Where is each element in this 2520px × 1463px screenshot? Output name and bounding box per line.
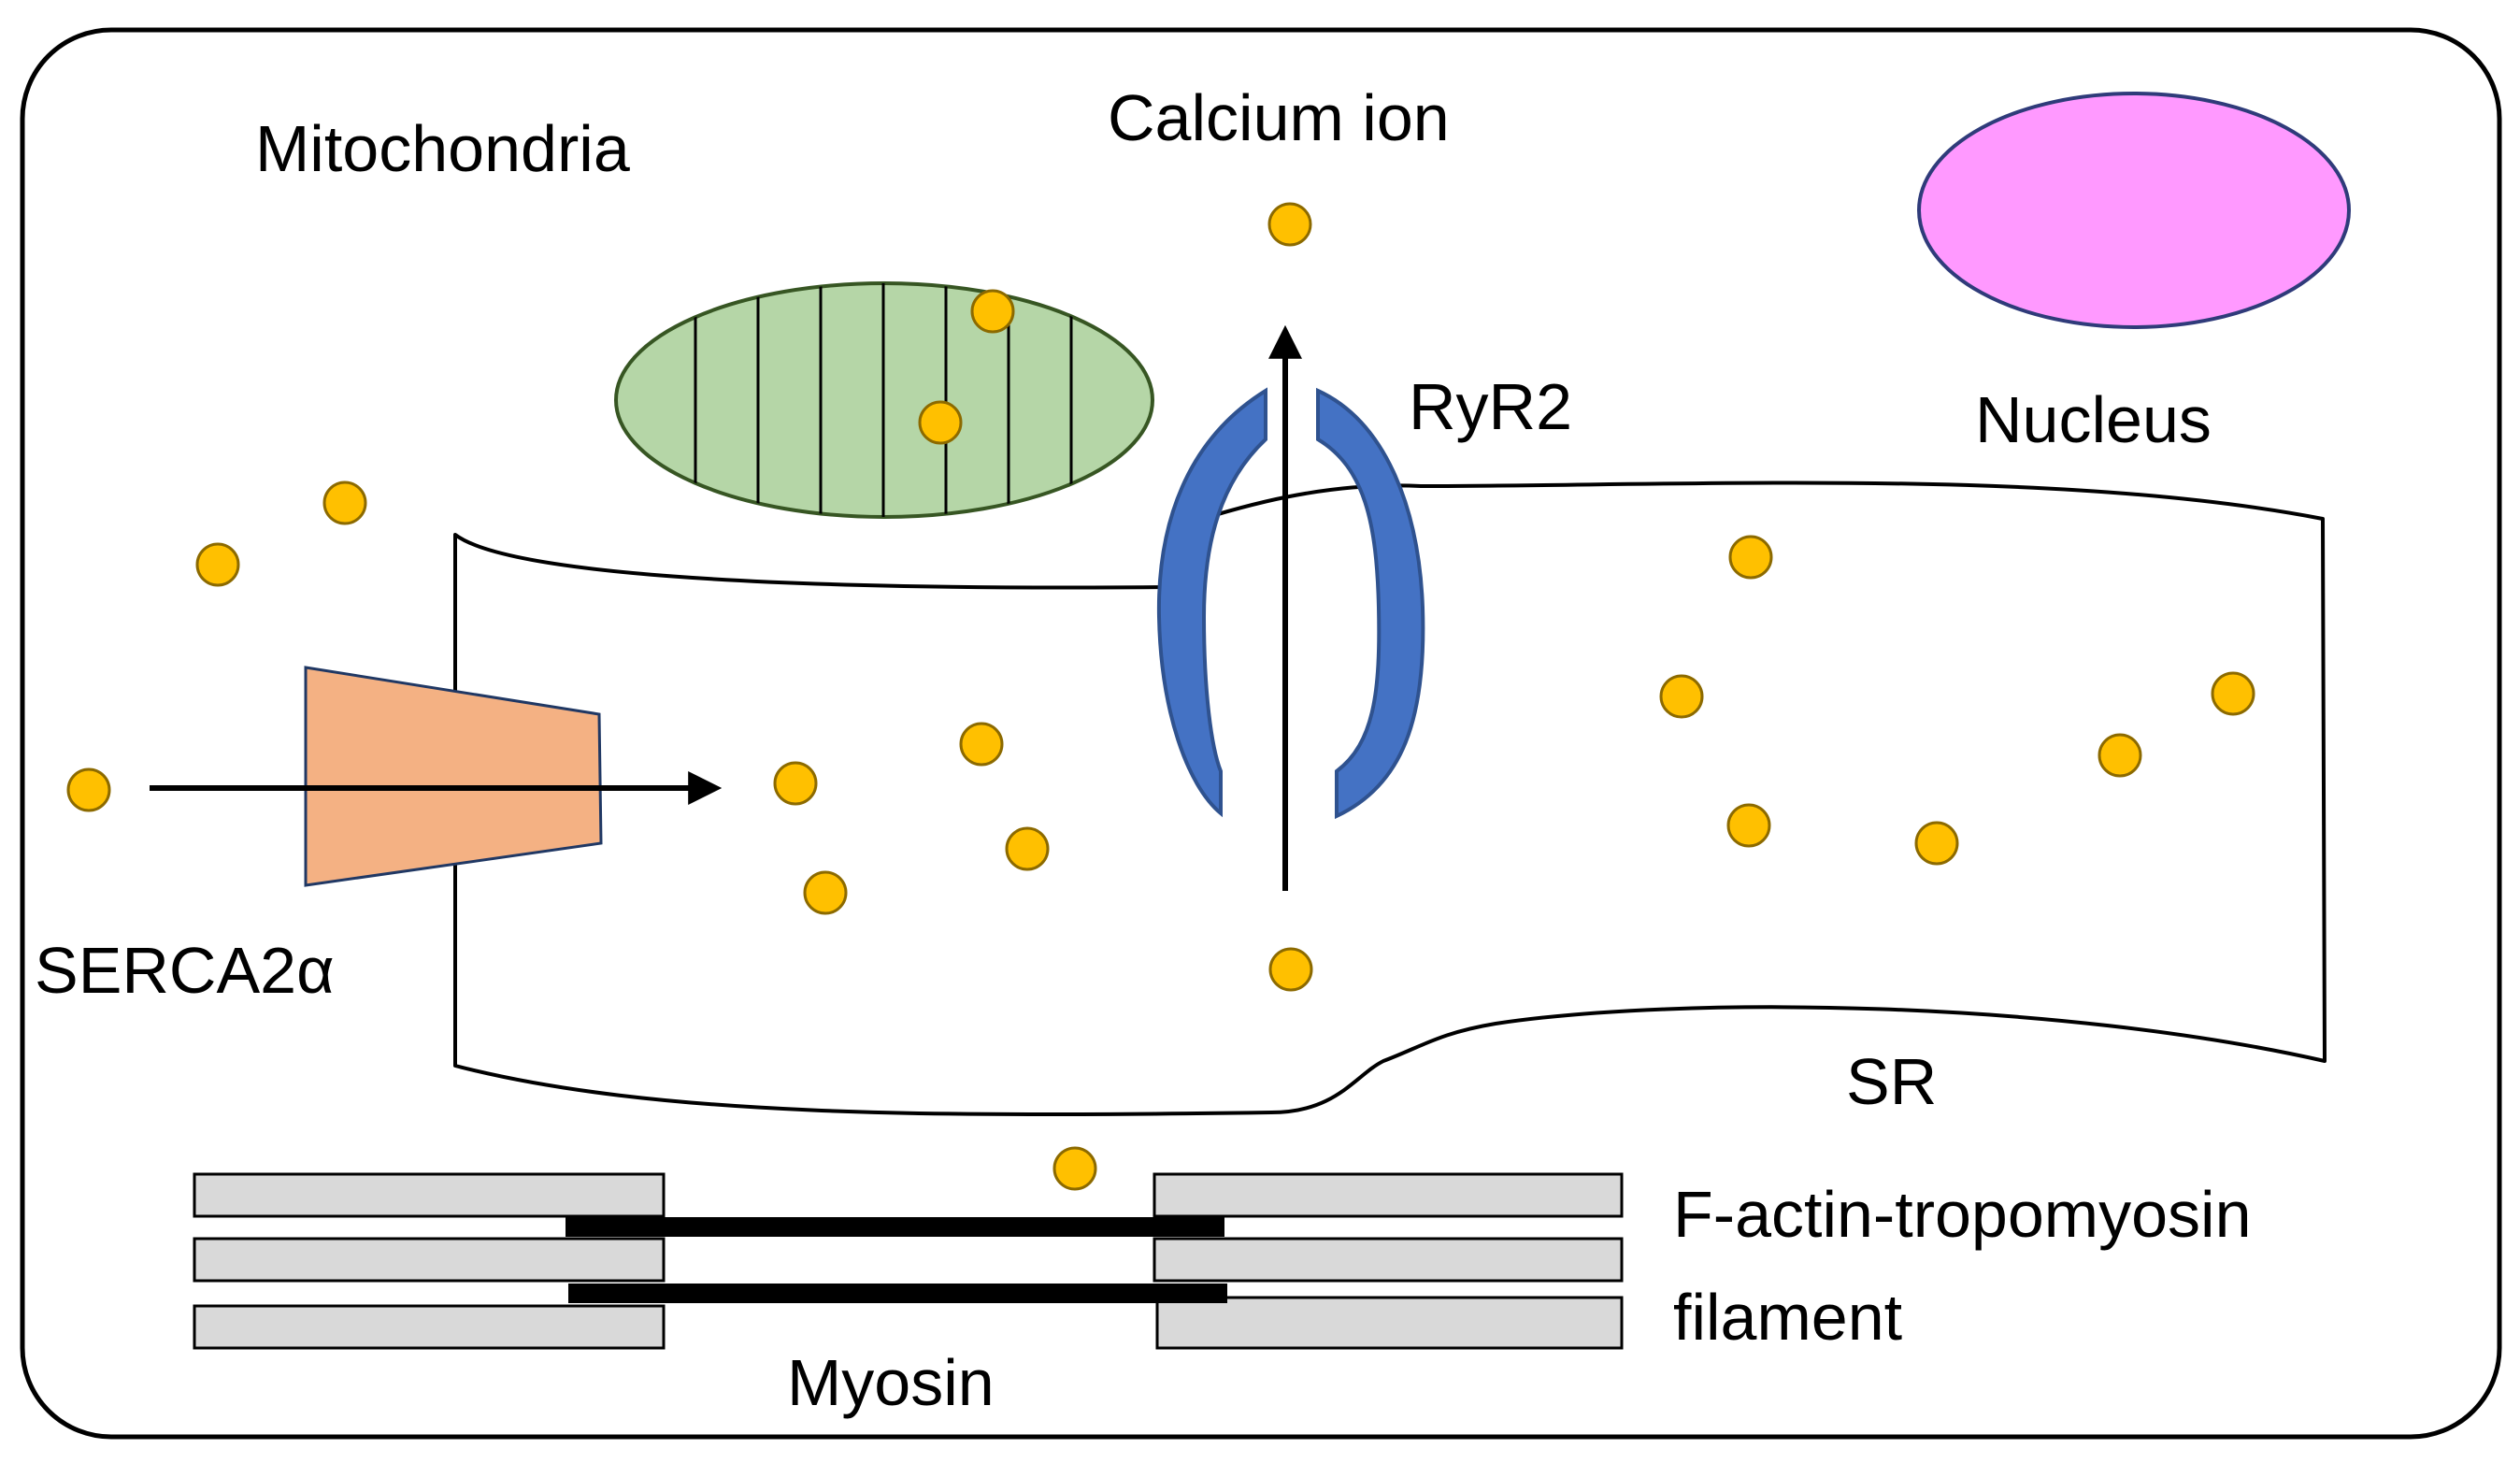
calcium-ion — [1052, 1146, 1097, 1191]
calcium-ion — [195, 542, 240, 587]
calcium-ion — [970, 289, 1015, 334]
myosin-filaments — [566, 1217, 1227, 1303]
calcium-ion — [773, 761, 818, 806]
calcium-ion — [1659, 674, 1704, 719]
calcium-ion — [1267, 202, 1312, 247]
calcium-ion — [1268, 947, 1313, 992]
label-nucleus: Nucleus — [1975, 383, 2212, 456]
calcium-ion — [1726, 803, 1771, 848]
calcium-ion — [66, 767, 111, 812]
calcium-ion — [918, 400, 963, 445]
label-serca: SERCA2α — [35, 934, 335, 1007]
actin-filament — [193, 1304, 666, 1350]
myosin-bar — [568, 1284, 1227, 1303]
serca-pump — [304, 666, 603, 887]
label-calcium-ion: Calcium ion — [1108, 81, 1450, 154]
calcium-ion — [1914, 821, 1959, 866]
actin-filament — [193, 1237, 666, 1283]
calcium-ion — [1728, 535, 1773, 580]
myosin-bar — [566, 1217, 1224, 1237]
label-f-actin-line2: filament — [1673, 1281, 1902, 1354]
calcium-ion — [2211, 671, 2255, 716]
label-f-actin-line1: F-actin-tropomyosin — [1673, 1178, 2252, 1251]
calcium-ion — [959, 722, 1004, 767]
calcium-ion — [2098, 733, 2142, 778]
actin-filament — [1155, 1296, 1624, 1350]
calcium-ion — [1005, 826, 1050, 871]
nucleus — [1917, 92, 2351, 329]
label-sr: SR — [1846, 1045, 1937, 1118]
calcium-ion — [803, 870, 848, 915]
actin-filament — [1153, 1237, 1624, 1283]
actin-filament — [193, 1172, 666, 1218]
label-mitochondria: Mitochondria — [255, 112, 630, 185]
sarcomere — [193, 1172, 1624, 1350]
ryr2-right-half — [1316, 387, 1425, 820]
f-actin-filaments — [193, 1172, 1624, 1350]
label-myosin: Myosin — [787, 1346, 995, 1419]
calcium-ions — [66, 202, 2255, 1191]
ryr2-channel — [1156, 387, 1425, 820]
actin-filament — [1153, 1172, 1624, 1218]
ryr2-left-half — [1156, 387, 1267, 818]
calcium-ion — [322, 480, 367, 525]
label-ryr2: RyR2 — [1409, 370, 1572, 443]
